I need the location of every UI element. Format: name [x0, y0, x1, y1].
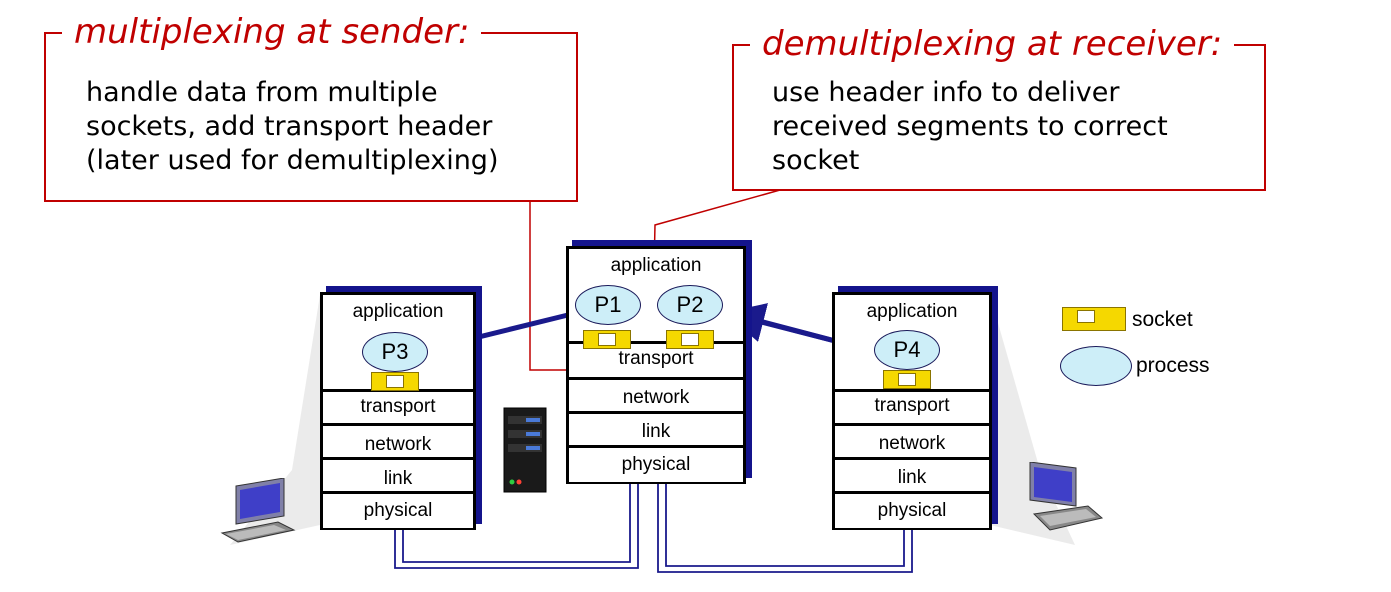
demux-callout-title: demultiplexing at receiver:: [754, 24, 1231, 64]
layer-link: link: [835, 457, 989, 494]
mux-line-3: (later used for demultiplexing): [86, 145, 499, 176]
left-host-perspective: [230, 295, 320, 545]
legend-socket-label: socket: [1132, 308, 1193, 331]
process-p4: P4: [874, 330, 940, 370]
socket-p4: [883, 370, 931, 389]
mux-callout-title: multiplexing at sender:: [66, 12, 478, 52]
layer-link: link: [569, 411, 743, 448]
mux-callout: multiplexing at sender: handle data from…: [44, 12, 578, 202]
computer-icon-left: [220, 478, 296, 543]
demux-line-2: received segments to correct: [772, 111, 1168, 142]
layer-transport: transport: [323, 389, 473, 426]
legend-socket-icon: [1062, 307, 1126, 331]
process-p3: P3: [362, 332, 428, 372]
mux-line-1: handle data from multiple: [86, 77, 438, 108]
right-host-stack: application transport network link physi…: [832, 292, 992, 530]
layer-network: network: [569, 377, 743, 414]
layer-link: link: [323, 457, 473, 494]
server-icon: [503, 407, 547, 493]
layer-network: network: [835, 423, 989, 460]
layer-transport: transport: [835, 389, 989, 426]
layer-network: network: [323, 423, 473, 460]
process-p1: P1: [575, 285, 641, 325]
legend-process-icon: [1060, 346, 1132, 386]
demux-callout: demultiplexing at receiver: use header i…: [732, 24, 1266, 191]
mux-line-2: sockets, add transport header: [86, 111, 493, 142]
layer-physical: physical: [323, 491, 473, 528]
computer-icon-right: [1029, 462, 1104, 531]
socket-p1: [583, 330, 631, 349]
layer-physical: physical: [569, 445, 743, 482]
socket-p2: [666, 330, 714, 349]
demux-line-1: use header info to deliver: [772, 77, 1120, 108]
middle-host-stack: application transport network link physi…: [566, 246, 746, 484]
demux-line-3: socket: [772, 145, 860, 176]
process-p2: P2: [657, 285, 723, 325]
left-host-stack: application transport network link physi…: [320, 292, 476, 530]
socket-p3: [371, 372, 419, 391]
right-host-perspective: [990, 295, 1075, 545]
legend-process-label: process: [1136, 354, 1210, 377]
layer-physical: physical: [835, 491, 989, 528]
